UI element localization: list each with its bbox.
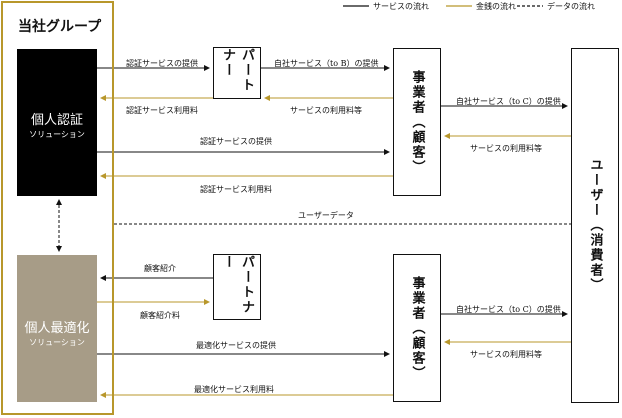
label-auth-to-partner: 認証サービスの提供 bbox=[126, 59, 198, 68]
business-bottom-label: 事業者（顧客） bbox=[409, 275, 425, 381]
business-bottom-box: 事業者（顧客） bbox=[393, 254, 441, 402]
auth-solution-subtitle: ソリューション bbox=[29, 130, 85, 139]
label-auth-to-biz: 認証サービスの提供 bbox=[200, 137, 272, 146]
label-user-to-biz2: サービスの利用料等 bbox=[470, 350, 542, 359]
opt-solution-box: 個人最適化 ソリューション bbox=[17, 255, 97, 402]
business-top-box: 事業者（顧客） bbox=[393, 48, 441, 196]
business-top-label: 事業者（顧客） bbox=[409, 69, 425, 175]
label-biz-to-auth: 認証サービス利用料 bbox=[200, 185, 272, 194]
user-box: ユーザー（消費者） bbox=[571, 48, 619, 403]
group-frame bbox=[1, 1, 114, 415]
opt-solution-title: 個人最適化 bbox=[24, 321, 90, 336]
label-partner-to-auth: 認証サービス利用料 bbox=[126, 106, 198, 115]
legend-data-label: データの流れ bbox=[547, 2, 595, 11]
partner-top-box: パートナー bbox=[213, 47, 261, 99]
label-biz-to-opt: 最適化サービス利用料 bbox=[194, 385, 274, 394]
user-label: ユーザー（消費者） bbox=[587, 158, 603, 293]
label-biz-to-partner: サービスの利用料等 bbox=[290, 106, 362, 115]
legend-money-label: 金銭の流れ bbox=[476, 2, 516, 11]
label-biz1-to-user: 自社サービス（to C）の提供 bbox=[456, 97, 561, 106]
label-partner-to-biz: 自社サービス（to B）の提供 bbox=[274, 59, 379, 68]
partner-bottom-label: パートナー bbox=[220, 255, 254, 315]
partner-top-label: パートナー bbox=[220, 48, 254, 93]
label-user-to-biz1: サービスの利用料等 bbox=[470, 144, 542, 153]
auth-solution-box: 個人認証 ソリューション bbox=[17, 49, 97, 196]
label-user-data: ユーザーデータ bbox=[298, 211, 354, 220]
auth-solution-title: 個人認証 bbox=[30, 113, 83, 128]
opt-solution-subtitle: ソリューション bbox=[29, 338, 85, 347]
group-title: 当社グループ bbox=[18, 19, 102, 35]
label-opt-to-biz: 最適化サービスの提供 bbox=[196, 341, 276, 350]
label-opt-to-partner: 顧客紹介料 bbox=[140, 311, 180, 320]
label-biz2-to-user: 自社サービス（to C）の提供 bbox=[456, 305, 561, 314]
partner-bottom-box: パートナー bbox=[213, 254, 261, 320]
label-partner-to-opt: 顧客紹介 bbox=[144, 264, 176, 273]
legend-service-label: サービスの流れ bbox=[373, 2, 429, 11]
